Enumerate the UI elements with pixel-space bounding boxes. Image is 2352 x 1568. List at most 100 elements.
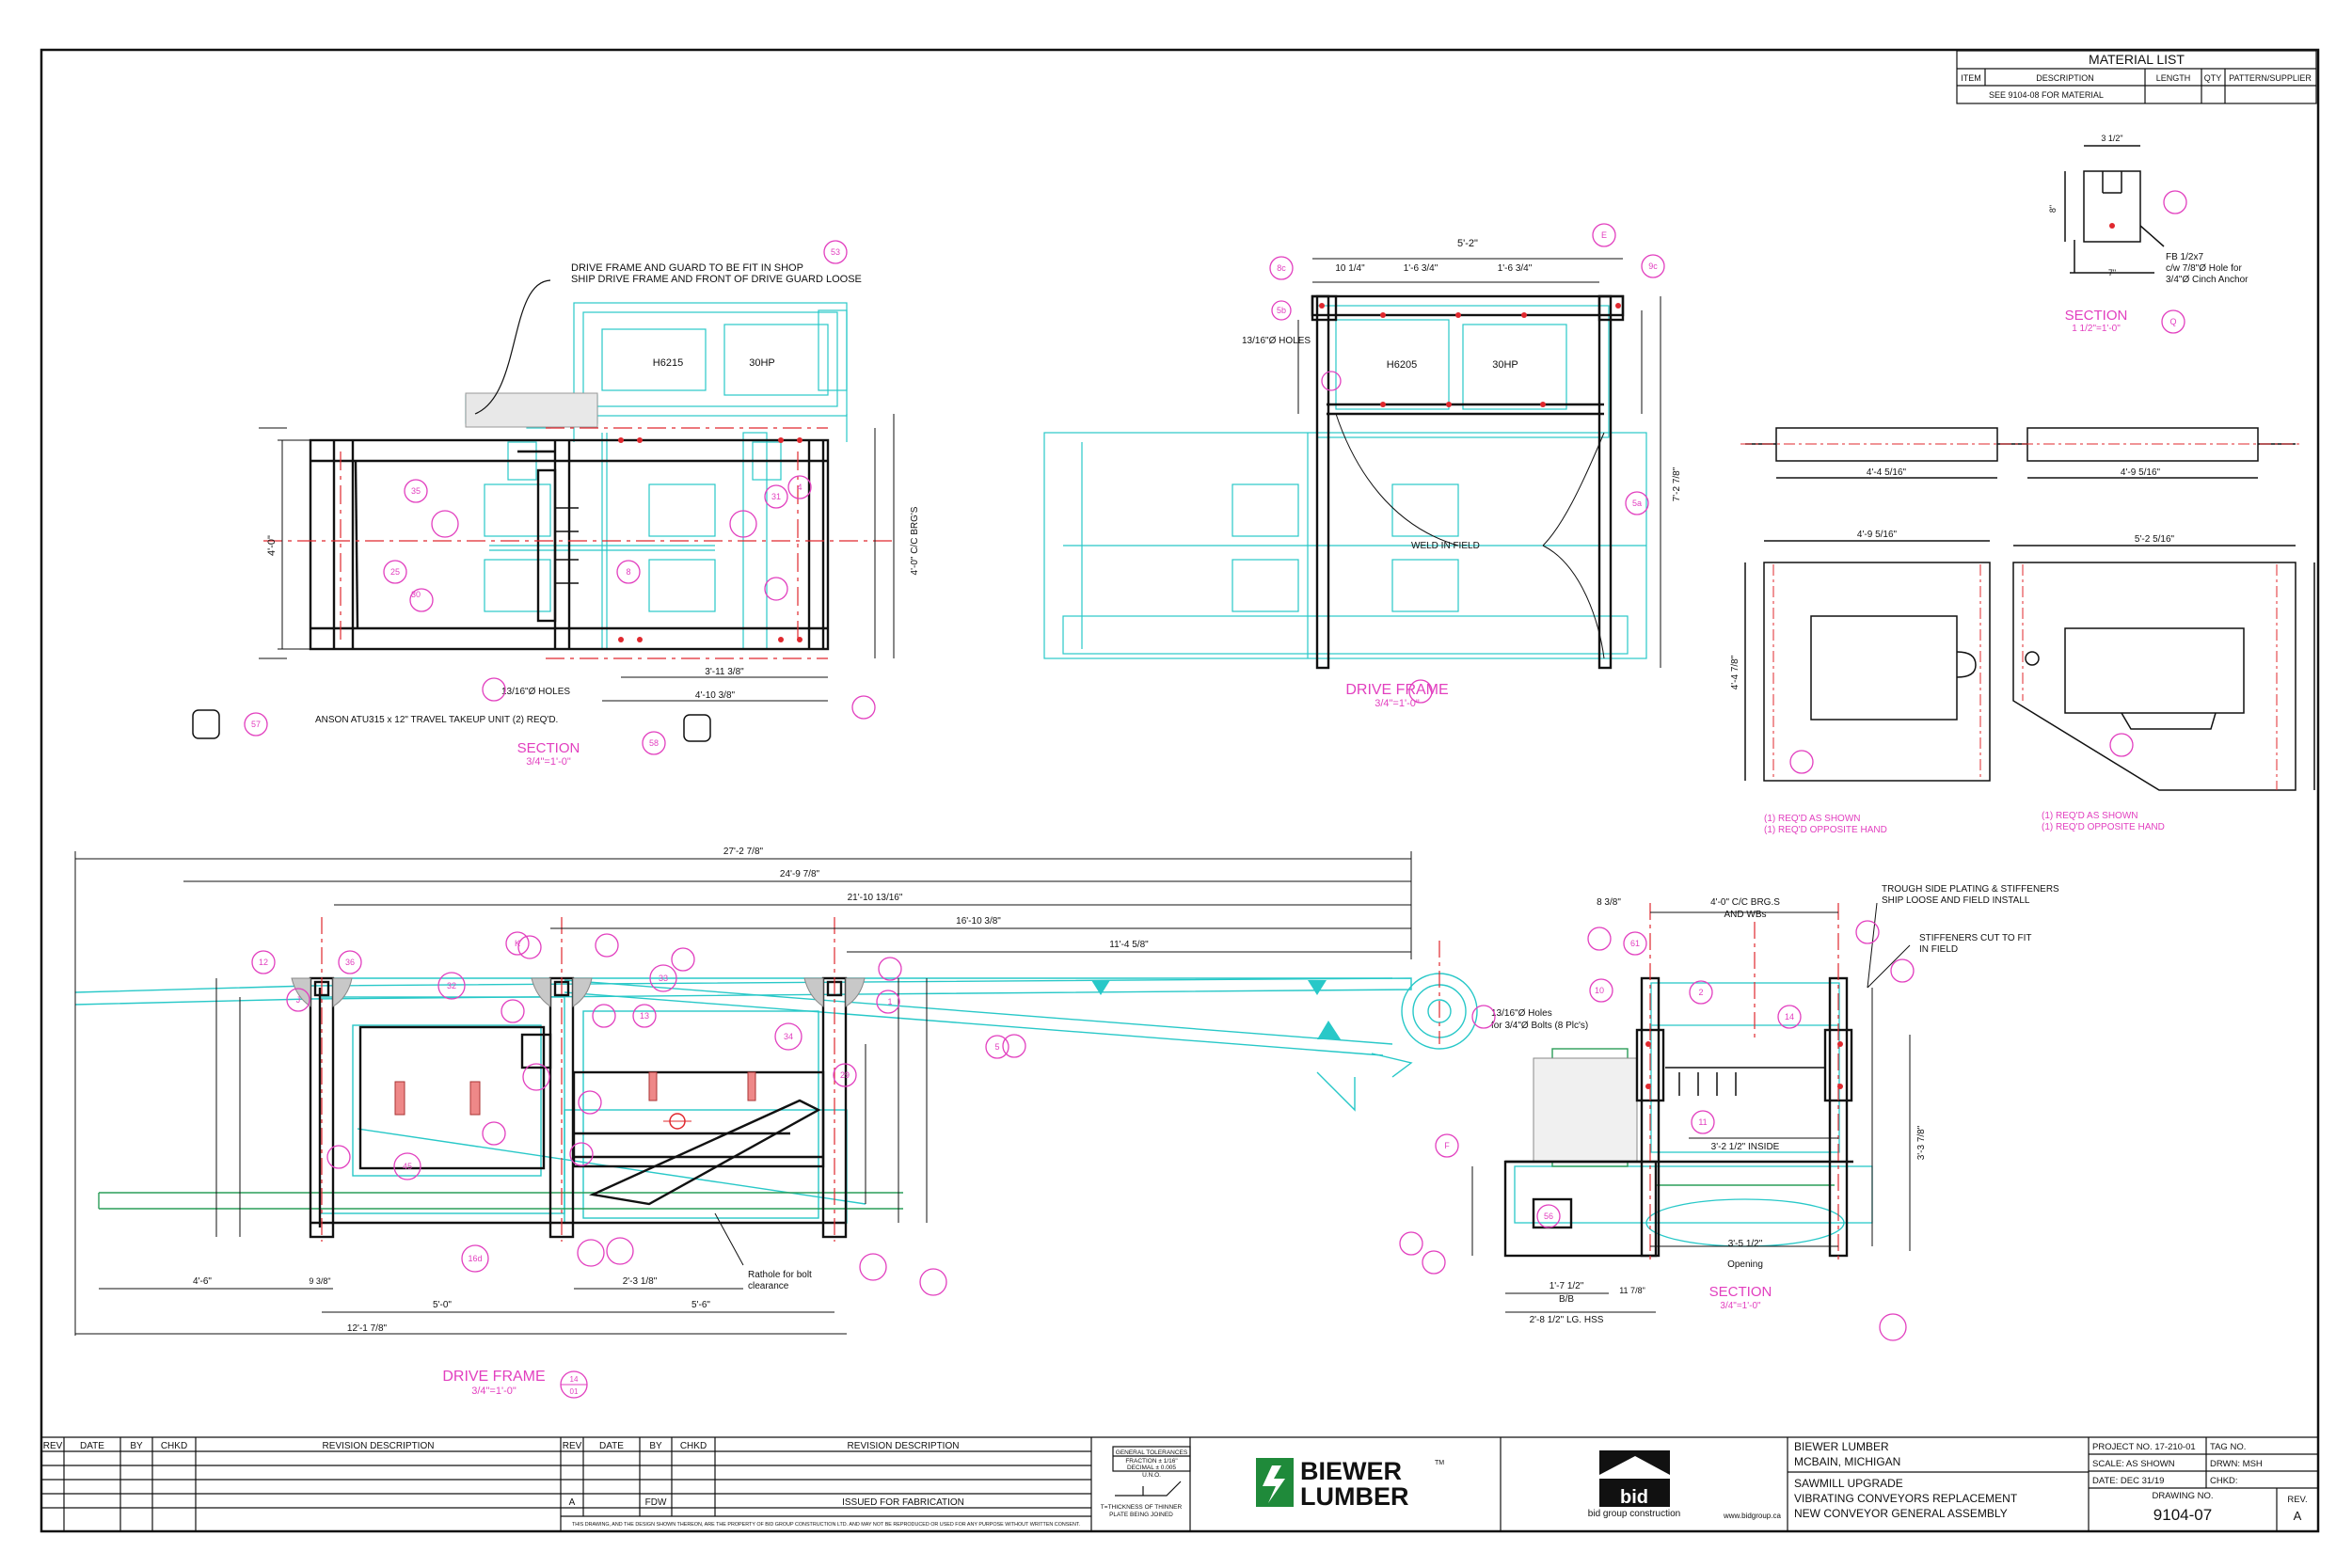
dim-lg-hss: 2'-8 1/2" LG. HSS [1530,1315,1604,1325]
biewer-logo: BIEWER LUMBER TM [1256,1457,1444,1511]
dim-plan-height: 4'-0" [266,535,278,556]
drive-frame-elev-scale: 3/4"=1'-0" [471,1386,516,1397]
material-list [1956,50,2317,104]
dim-k-a: 1'-7 1/2" [1549,1281,1584,1291]
balloon-34: 34 [784,1032,793,1041]
section-q-scale: 1 1/2"=1'-0" [2072,324,2121,334]
note-holes-1: 13/16"Ø HOLES [501,687,570,697]
note-trough-2: SHIP LOOSE AND FIELD INSTALL [1882,895,2030,906]
drive-frame-elev-ref-top: 14 [570,1375,579,1384]
biewer-logo-tm: TM [1435,1460,1444,1466]
dim-d4: 16'-10 3/8" [956,916,1001,927]
ml-note: SEE 9104-08 FOR MATERIAL [1989,90,2104,100]
balloon-12: 12 [259,958,268,967]
balloon-33: 33 [659,974,668,983]
pipe-details [1745,427,2296,479]
balloon-5b: 5b [1277,306,1286,315]
dim-sec-height: 8" [2048,205,2058,213]
dim-k-b: 11 7/8" [1619,1286,1645,1295]
note-rathole-2: clearance [748,1281,789,1291]
note-drive-guard-1: DRIVE FRAME AND GUARD TO BE FIT IN SHOP [571,262,803,274]
motor-left-model: H6215 [653,357,683,369]
dim-d11: 9 3/8" [309,1276,330,1286]
balloon-31: 31 [771,492,781,501]
balloon-8: 8 [626,567,630,577]
tb-tag: TAG NO. [2210,1442,2246,1452]
tb-rev: A [2294,1509,2302,1523]
balloon-10: 10 [1595,986,1604,995]
section-k-view [1471,902,1911,1313]
req-right-2: (1) REQ'D OPPOSITE HAND [2042,822,2165,832]
dim-d5: 11'-4 5/8" [1109,940,1149,950]
balloon-j: J [296,995,301,1005]
balloon-14: 14 [1785,1012,1794,1022]
note-stiff-2: IN FIELD [1919,944,1958,955]
bid-logo: bid bid group construction www.bidgroup.… [1588,1450,1781,1520]
section-top-title: SECTION [517,740,580,756]
tb-title-3: NEW CONVEYOR GENERAL ASSEMBLY [1794,1507,2008,1520]
dim-pipe-b: 4'-9 5/16" [2121,467,2161,478]
balloon-5: 5 [994,1042,999,1052]
balloon-9c: 9c [1648,261,1658,271]
dim-d9: 4'-6" [193,1276,212,1287]
title-block [41,1436,2318,1531]
dim-and-wbs: AND WBs [1724,910,1767,920]
balloon-13: 13 [640,1011,649,1021]
dim-4-10: 4'-10 3/8" [695,690,736,701]
tb-location: MCBAIN, MICHIGAN [1794,1455,1900,1468]
dim-plate-h: 4'-4 7/8" [1730,655,1740,689]
dim-d7: 5'-0" [433,1300,452,1310]
tol-title: GENERAL TOLERANCES [1116,1449,1188,1456]
tb-client: BIEWER LUMBER [1794,1440,1889,1453]
balloon-f: F [1444,1141,1450,1150]
motor-right-model: H6205 [1387,359,1417,371]
tol-l2: DECIMAL ± 0.005 [1127,1465,1176,1471]
section-q-detail [2064,145,2165,274]
tol-l3: U.N.O. [1142,1472,1161,1479]
req-right-1: (1) REQ'D AS SHOWN [2042,811,2137,821]
balloon-56: 56 [1544,1212,1553,1221]
note-fb-3: 3/4"Ø Cinch Anchor [2166,275,2249,285]
balloon-5a: 5a [1632,499,1642,508]
section-k-title: SECTION [1709,1284,1772,1300]
note-fb-2: c/w 7/8"Ø Hole for [2166,263,2242,274]
note-opening: Opening [1727,1259,1763,1270]
dim-d8: 5'-6" [691,1300,710,1310]
dim-bb: B/B [1559,1294,1574,1305]
tb-date: DATE: DEC 31/19 [2092,1476,2164,1486]
dim-sec-width: 3 1/2" [2101,134,2122,143]
rev-r-row-desc: ISSUED FOR FABRICATION [842,1497,964,1508]
balloon-35: 35 [411,486,421,496]
ml-header-item: ITEM [1961,73,1981,83]
dim-7-2: 7'-2 7/8" [1672,467,1682,501]
note-takeup: ANSON ATU315 x 12" TRAVEL TAKEUP UNIT (2… [315,715,558,725]
bid-logo-text: bid group construction [1588,1509,1680,1519]
elevation-view [74,851,1478,1336]
dim-k-c: 8 3/8" [1597,897,1621,908]
dim-cc-brgs: 4'-0" C/C BRG'S [910,506,920,575]
dim-plan-b: 1'-6 3/4" [1404,263,1438,274]
bid-web: www.bidgroup.ca [1723,1512,1781,1520]
balloon-45: 45 [403,1162,412,1171]
section-k-scale: 3/4"=1'-0" [1720,1301,1761,1311]
drive-frame-plan-title: DRIVE FRAME [1345,682,1448,698]
ml-header-description: DESCRIPTION [2036,73,2094,83]
dim-pipe-a: 4'-4 5/16" [1867,467,1907,478]
note-stiff-1: STIFFENERS CUT TO FIT [1919,933,2031,943]
dim-k-h: 3'-3 7/8" [1916,1125,1927,1160]
drive-frame-plan-scale: 3/4"=1'-0" [1375,698,1420,709]
note-drive-guard-2: SHIP DRIVE FRAME AND FRONT OF DRIVE GUAR… [571,274,862,285]
note-holes-2: 13/16"Ø HOLES [1242,336,1311,346]
note-fb-1: FB 1/2x7 [2166,252,2203,262]
balloon-q: Q [2169,317,2176,326]
tb-chkd: CHKD: [2210,1476,2238,1486]
tb-title-1: SAWMILL UPGRADE [1794,1477,1903,1490]
req-left-1: (1) REQ'D AS SHOWN [1764,814,1860,824]
balloon-labels: 53 31 30 35 25 4 8 57 58 32 34 29 36 45 … [251,230,2177,1263]
tb-dwg-no: 9104-07 [2153,1506,2212,1524]
plan-view-drive-frame [1043,258,1661,670]
rev-r-row-by: FDW [645,1497,667,1508]
dim-d10: 2'-3 1/8" [623,1276,658,1287]
balloon-4: 4 [797,483,802,492]
